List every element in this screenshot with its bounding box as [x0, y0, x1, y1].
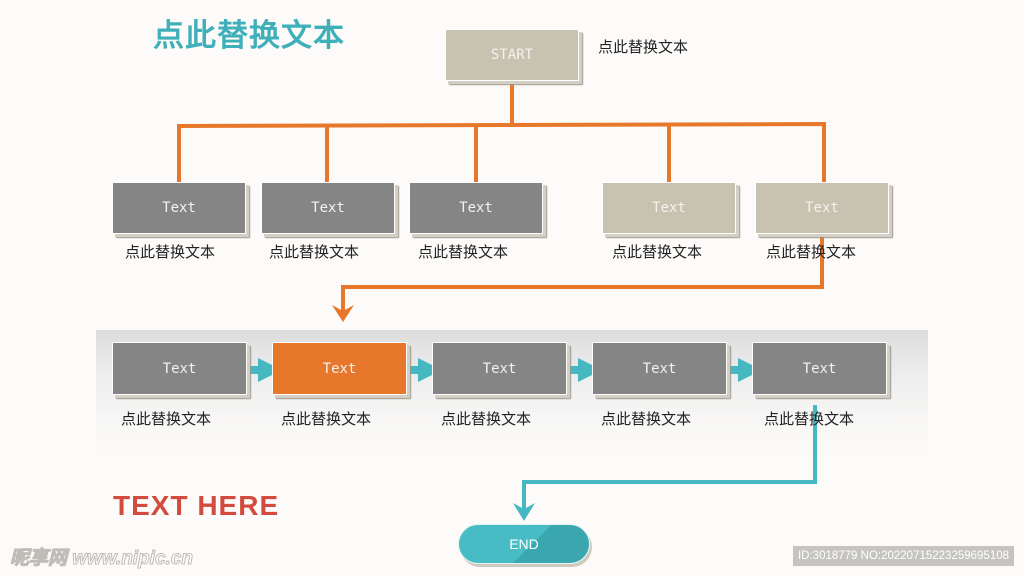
page-title: 点此替换文本 [153, 18, 345, 54]
branch-bar [177, 121, 826, 183]
row1-node-4[interactable]: Text [602, 182, 736, 234]
orange-arrowhead [332, 305, 354, 322]
row1-caption-5: 点此替换文本 [766, 243, 857, 261]
row1-caption-4: 点此替换文本 [612, 243, 703, 261]
row2-caption-3: 点此替换文本 [441, 410, 532, 428]
down-connector [341, 215, 824, 312]
row2-node-2[interactable]: Text [272, 342, 407, 395]
row1-caption-1: 点此替换文本 [125, 243, 216, 261]
watermark: 昵享网 www.nipic.cn [10, 548, 194, 570]
row2-node-1[interactable]: Text [112, 342, 247, 395]
row2-caption-1: 点此替换文本 [121, 410, 212, 428]
row1-node-3[interactable]: Text [409, 182, 543, 234]
row1-caption-3: 点此替换文本 [418, 243, 509, 261]
start-label: START [490, 47, 534, 63]
teal-arrowhead [513, 503, 535, 521]
end-node[interactable]: END [458, 524, 590, 564]
row1-node-2[interactable]: Text [261, 182, 395, 234]
flow-arrow-1 [249, 358, 282, 382]
node-label: Text [805, 200, 839, 216]
row2-caption-5: 点此替换文本 [764, 410, 855, 428]
row1-node-5[interactable]: Text [755, 182, 889, 234]
flow-arrow-4 [729, 358, 762, 382]
node-label: Text [311, 200, 345, 216]
end-label: END [509, 536, 539, 552]
row2-caption-4: 点此替换文本 [601, 410, 692, 428]
row2-node-3[interactable]: Text [432, 342, 567, 395]
flow-arrow-2 [409, 358, 442, 382]
node-label: Text [459, 200, 493, 216]
end-connector [522, 405, 817, 510]
node-label: Text [162, 200, 196, 216]
start-caption: 点此替换文本 [598, 38, 689, 56]
text-here-heading: TEXT HERE [113, 490, 280, 521]
node-label: Text [802, 360, 837, 377]
node-label: Text [162, 360, 197, 377]
flow-arrow-3 [569, 358, 602, 382]
start-node[interactable]: START [445, 29, 579, 81]
row1-caption-2: 点此替换文本 [269, 243, 360, 261]
row2-node-4[interactable]: Text [592, 342, 727, 395]
node-label: Text [652, 200, 686, 216]
node-label: Text [642, 360, 677, 377]
row2-node-5[interactable]: Text [752, 342, 887, 395]
node-label: Text [482, 360, 517, 377]
id-bar: ID:3018779 NO:20220715223259695108 [793, 546, 1014, 566]
row1-node-1[interactable]: Text [112, 182, 246, 234]
node-label: Text [322, 360, 357, 377]
row2-caption-2: 点此替换文本 [281, 410, 372, 428]
